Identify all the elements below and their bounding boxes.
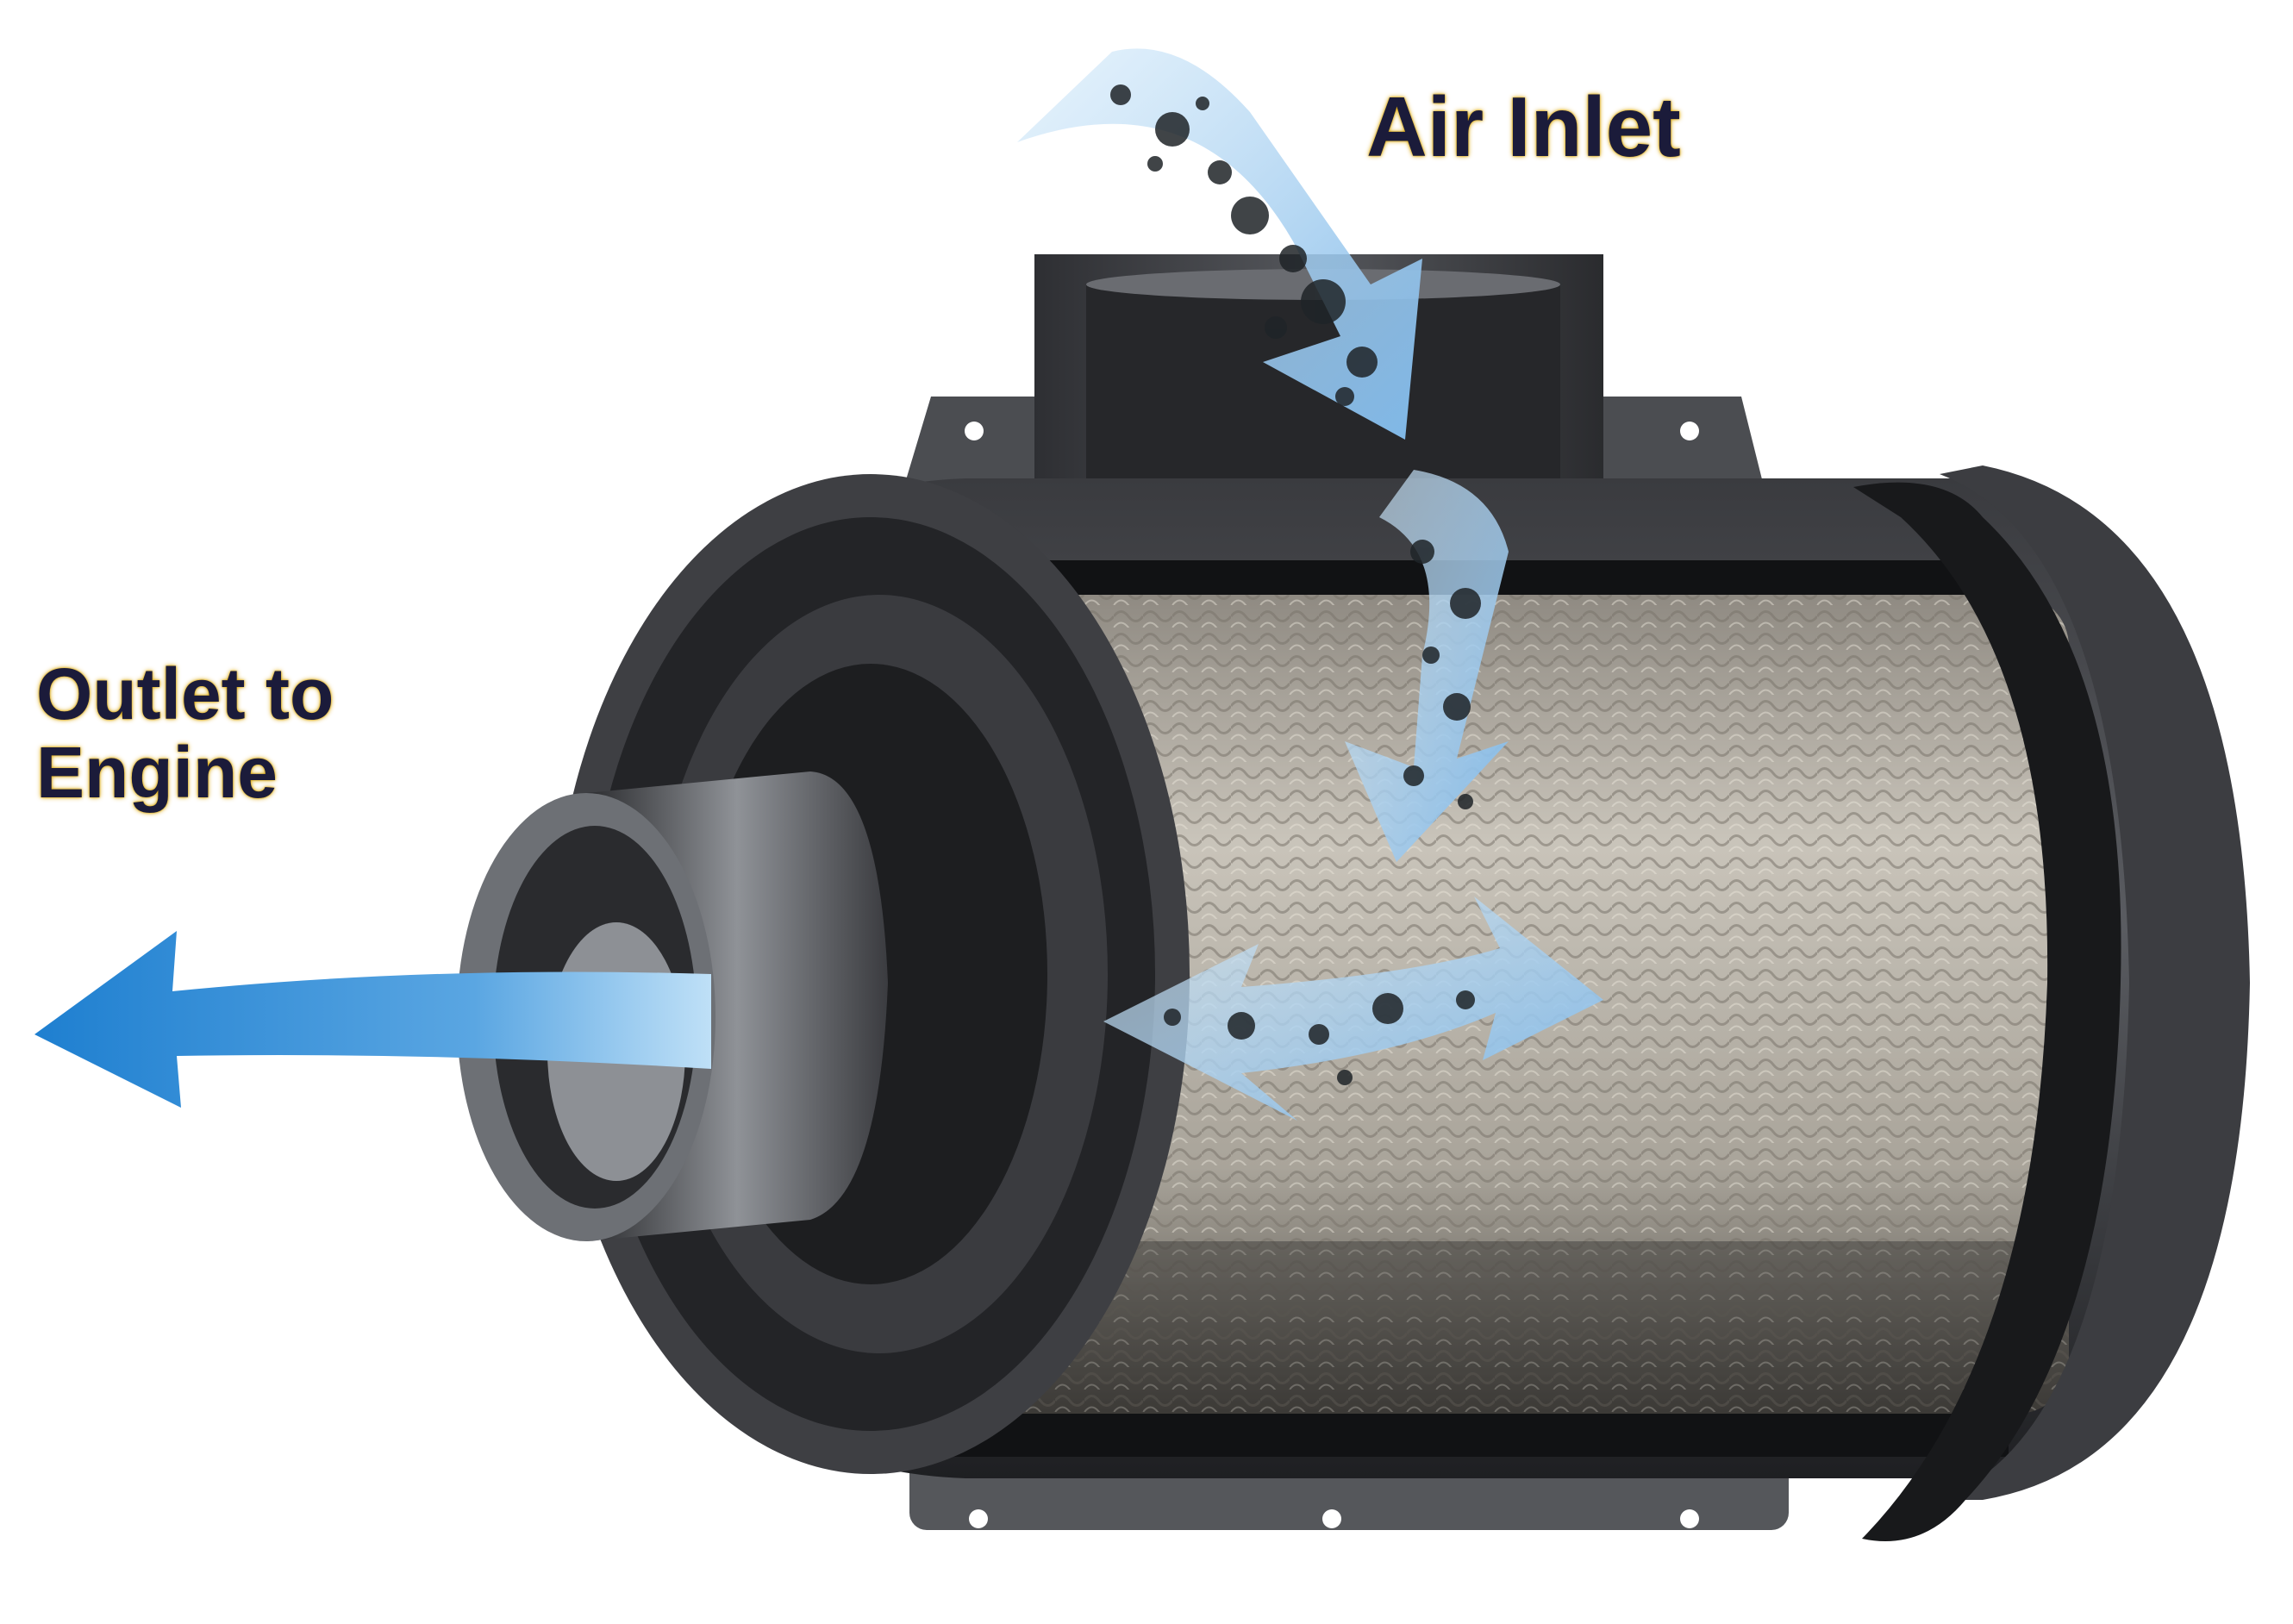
outlet-to-engine-label: Outlet to Engine <box>36 655 334 811</box>
air-inlet-label: Air Inlet <box>1366 79 1681 174</box>
end-cap <box>1853 465 2250 1541</box>
outlet-label-line2: Engine <box>36 731 278 813</box>
filter-swirl-arrow <box>1103 896 1603 1121</box>
outlet-label-line1: Outlet to <box>36 653 334 734</box>
inlet-arrow <box>1017 48 1422 440</box>
outlet-arrow <box>34 931 711 1108</box>
downward-flow-arrow <box>1345 470 1509 862</box>
